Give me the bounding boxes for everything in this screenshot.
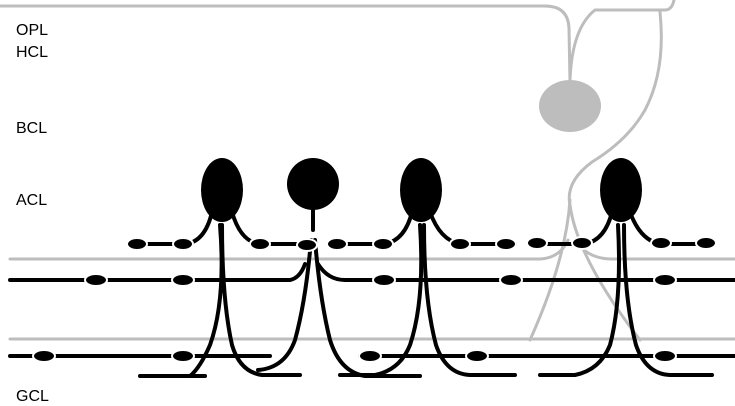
black-stratum-upper-2 [316, 262, 735, 282]
cell4-process-a [538, 223, 621, 377]
cell3-process-b [422, 223, 517, 377]
varicosity [495, 237, 517, 251]
varicosity [465, 349, 489, 363]
varicosity [571, 236, 593, 250]
cell1-soma [201, 158, 243, 222]
varicosities [32, 236, 717, 363]
label-hcl: HCL [16, 44, 49, 61]
bipolar-axon-outer [567, 10, 663, 342]
varicosity [171, 273, 195, 287]
cell2-process-a [256, 238, 313, 372]
cell3-process-a [338, 223, 424, 377]
cell3-soma [400, 158, 442, 222]
label-acl: ACL [16, 192, 48, 209]
cell4-process-b [622, 223, 714, 377]
varicosity [296, 238, 318, 252]
varicosity [249, 237, 271, 251]
varicosity [126, 237, 148, 251]
cell1-process-b [220, 223, 302, 377]
label-opl: OPL [16, 22, 49, 39]
varicosity [172, 237, 194, 251]
bipolar-axon-inner [528, 198, 572, 342]
varicosity [326, 237, 348, 251]
label-bcl: BCL [16, 120, 48, 137]
varicosity [358, 349, 382, 363]
varicosity [372, 237, 394, 251]
varicosity [372, 273, 396, 287]
bipolar-top-line [0, 4, 572, 84]
varicosity [650, 236, 672, 250]
varicosity [695, 236, 717, 250]
cell1-process-a [188, 223, 224, 378]
bipolar-dendrite-right [568, 0, 676, 82]
black-stratum-upper-1 [8, 262, 307, 282]
bipolar-soma [539, 80, 601, 132]
cell1-arm-right [230, 210, 314, 246]
varicosity [499, 273, 523, 287]
amacrine-somata [201, 158, 642, 222]
varicosity [32, 349, 56, 363]
cell4-soma [600, 158, 642, 222]
varicosity [526, 236, 548, 250]
cell2-soma [287, 158, 339, 210]
varicosity [84, 273, 108, 287]
varicosity [653, 273, 677, 287]
label-gcl: GCL [16, 388, 49, 405]
cell2-process-b [313, 238, 422, 378]
varicosity [449, 237, 471, 251]
varicosity [653, 349, 677, 363]
varicosity [171, 349, 195, 363]
